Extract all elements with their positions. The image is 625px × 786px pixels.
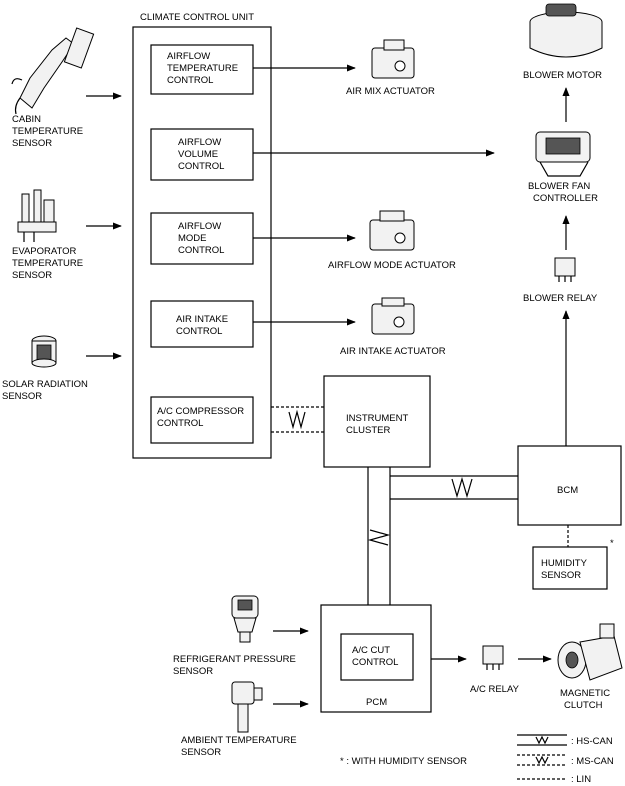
blower-motor-icon	[529, 3, 603, 58]
ms-can-ccu-cluster	[271, 406, 324, 433]
refrigerant-sensor-label-line2: SENSOR	[173, 666, 213, 677]
air-intake-actuator-icon	[371, 297, 415, 335]
airflow-temperature-control-line2: TEMPERATURE	[167, 63, 238, 74]
humidity-sensor-line2: SENSOR	[541, 570, 581, 581]
refrigerant-pressure-sensor: REFRIGERANT PRESSURE SENSOR	[173, 595, 296, 677]
cabin-sensor-label-line2: TEMPERATURE	[12, 126, 83, 137]
blower-fan-controller-label-line1: BLOWER FAN	[528, 181, 590, 192]
evaporator-sensor-label-line3: SENSOR	[12, 270, 52, 281]
pcm-label: PCM	[366, 697, 387, 708]
instrument-cluster-line1: INSTRUMENT	[346, 413, 408, 424]
airflow-mode-actuator-label: AIRFLOW MODE ACTUATOR	[328, 260, 456, 271]
legend-ms-can: : MS-CAN	[517, 754, 614, 767]
humidity-sensor: HUMIDITY SENSOR *	[532, 538, 614, 590]
instrument-cluster: INSTRUMENT CLUSTER	[323, 375, 431, 468]
refrigerant-sensor-icon	[231, 595, 259, 643]
evaporator-sensor-icon	[17, 189, 57, 242]
airflow-volume-control-box: AIRFLOW VOLUME CONTROL	[150, 128, 254, 181]
blower-relay-icon	[554, 257, 576, 282]
air-intake-actuator: AIR INTAKE ACTUATOR	[340, 297, 446, 357]
ac-compressor-control-box: A/C COMPRESSOR CONTROL	[150, 396, 254, 444]
humidity-sensor-line1: HUMIDITY	[541, 558, 588, 569]
air-mix-actuator: AIR MIX ACTUATOR	[346, 39, 435, 97]
solar-sensor-label-line1: SOLAR RADIATION	[2, 379, 88, 390]
ambient-temperature-sensor: AMBIENT TEMPERATURE SENSOR	[181, 681, 297, 758]
sensor-input-arrows	[86, 92, 122, 360]
ccu-output-arrows	[253, 64, 495, 326]
blower-fan-controller-label-line2: CONTROLLER	[533, 193, 598, 204]
legend-lin: : LIN	[517, 774, 591, 785]
airflow-temperature-control-box: AIRFLOW TEMPERATURE CONTROL	[150, 44, 254, 95]
ac-relay-label: A/C RELAY	[470, 684, 520, 695]
air-intake-control-box: AIR INTAKE CONTROL	[150, 300, 254, 348]
air-mix-actuator-icon	[371, 39, 415, 79]
magnetic-clutch-label-line1: MAGNETIC	[560, 688, 610, 699]
legend-hs-can-label: : HS-CAN	[571, 736, 613, 747]
ac-relay: A/C RELAY	[470, 645, 520, 695]
ac-relay-icon	[482, 645, 504, 670]
airflow-temperature-control-line1: AIRFLOW	[167, 51, 210, 62]
legend-lin-label: : LIN	[571, 774, 591, 785]
airflow-mode-control-line3: CONTROL	[178, 245, 224, 256]
blower-motor: BLOWER MOTOR	[523, 3, 603, 81]
instrument-cluster-line2: CLUSTER	[346, 425, 390, 436]
blower-relay-label: BLOWER RELAY	[523, 293, 598, 304]
humidity-asterisk: *	[610, 538, 614, 549]
magnetic-clutch-icon	[557, 623, 623, 681]
airflow-mode-control-box: AIRFLOW MODE CONTROL	[150, 212, 254, 265]
air-mix-actuator-label: AIR MIX ACTUATOR	[346, 86, 435, 97]
solar-sensor-label-line2: SENSOR	[2, 391, 42, 402]
legend-ms-can-label: : MS-CAN	[571, 756, 614, 767]
airflow-mode-control-line1: AIRFLOW	[178, 221, 221, 232]
magnetic-clutch: MAGNETIC CLUTCH	[557, 623, 623, 711]
air-intake-control-line1: AIR INTAKE	[176, 314, 228, 325]
pcm-input-arrows	[273, 627, 309, 708]
cabin-sensor-label-line3: SENSOR	[12, 138, 52, 149]
air-intake-actuator-label: AIR INTAKE ACTUATOR	[340, 346, 446, 357]
bcm-label: BCM	[557, 485, 578, 496]
blower-fan-controller-icon	[535, 131, 591, 177]
bcm: BCM	[517, 445, 622, 526]
ac-cut-control-line2: CONTROL	[352, 657, 398, 668]
evaporator-sensor-label-line2: TEMPERATURE	[12, 258, 83, 269]
evaporator-sensor-label-line1: EVAPORATOR	[12, 246, 77, 257]
blower-motor-label: BLOWER MOTOR	[523, 70, 602, 81]
air-intake-control-line2: CONTROL	[176, 326, 222, 337]
ac-compressor-control-line1: A/C COMPRESSOR	[157, 406, 244, 417]
hs-can-cluster-pcm	[367, 467, 391, 605]
legend: : HS-CAN : MS-CAN : LIN	[517, 734, 614, 785]
airflow-mode-control-line2: MODE	[178, 233, 207, 244]
footnote: * : WITH HUMIDITY SENSOR	[340, 756, 467, 767]
airflow-mode-actuator-icon	[369, 210, 415, 251]
ambient-sensor-icon	[231, 681, 263, 733]
blower-relay: BLOWER RELAY	[523, 257, 598, 304]
cabin-sensor-label-line1: CABIN	[12, 114, 41, 125]
ac-cut-control-line1: A/C CUT	[352, 645, 390, 656]
airflow-volume-control-line1: AIRFLOW	[178, 137, 221, 148]
cabin-temperature-sensor: CABIN TEMPERATURE SENSOR	[11, 27, 95, 149]
ambient-sensor-label-line2: SENSOR	[181, 747, 221, 758]
airflow-mode-actuator: AIRFLOW MODE ACTUATOR	[328, 210, 456, 271]
solar-sensor-icon	[31, 335, 57, 368]
climate-control-unit-title: CLIMATE CONTROL UNIT	[140, 12, 254, 23]
hs-can-cluster-bcm	[390, 475, 518, 500]
legend-hs-can: : HS-CAN	[517, 734, 613, 747]
solar-radiation-sensor: SOLAR RADIATION SENSOR	[2, 335, 88, 402]
pcm: A/C CUT CONTROL PCM	[320, 604, 432, 713]
ac-compressor-control-line2: CONTROL	[157, 418, 203, 429]
evaporator-temperature-sensor: EVAPORATOR TEMPERATURE SENSOR	[12, 189, 83, 281]
blower-fan-controller: BLOWER FAN CONTROLLER	[528, 131, 598, 204]
airflow-volume-control-line3: CONTROL	[178, 161, 224, 172]
ambient-sensor-label-line1: AMBIENT TEMPERATURE	[181, 735, 297, 746]
airflow-temperature-control-line3: CONTROL	[167, 75, 213, 86]
airflow-volume-control-line2: VOLUME	[178, 149, 218, 160]
refrigerant-sensor-label-line1: REFRIGERANT PRESSURE	[173, 654, 296, 665]
cabin-sensor-icon	[11, 27, 95, 115]
magnetic-clutch-label-line2: CLUTCH	[564, 700, 603, 711]
